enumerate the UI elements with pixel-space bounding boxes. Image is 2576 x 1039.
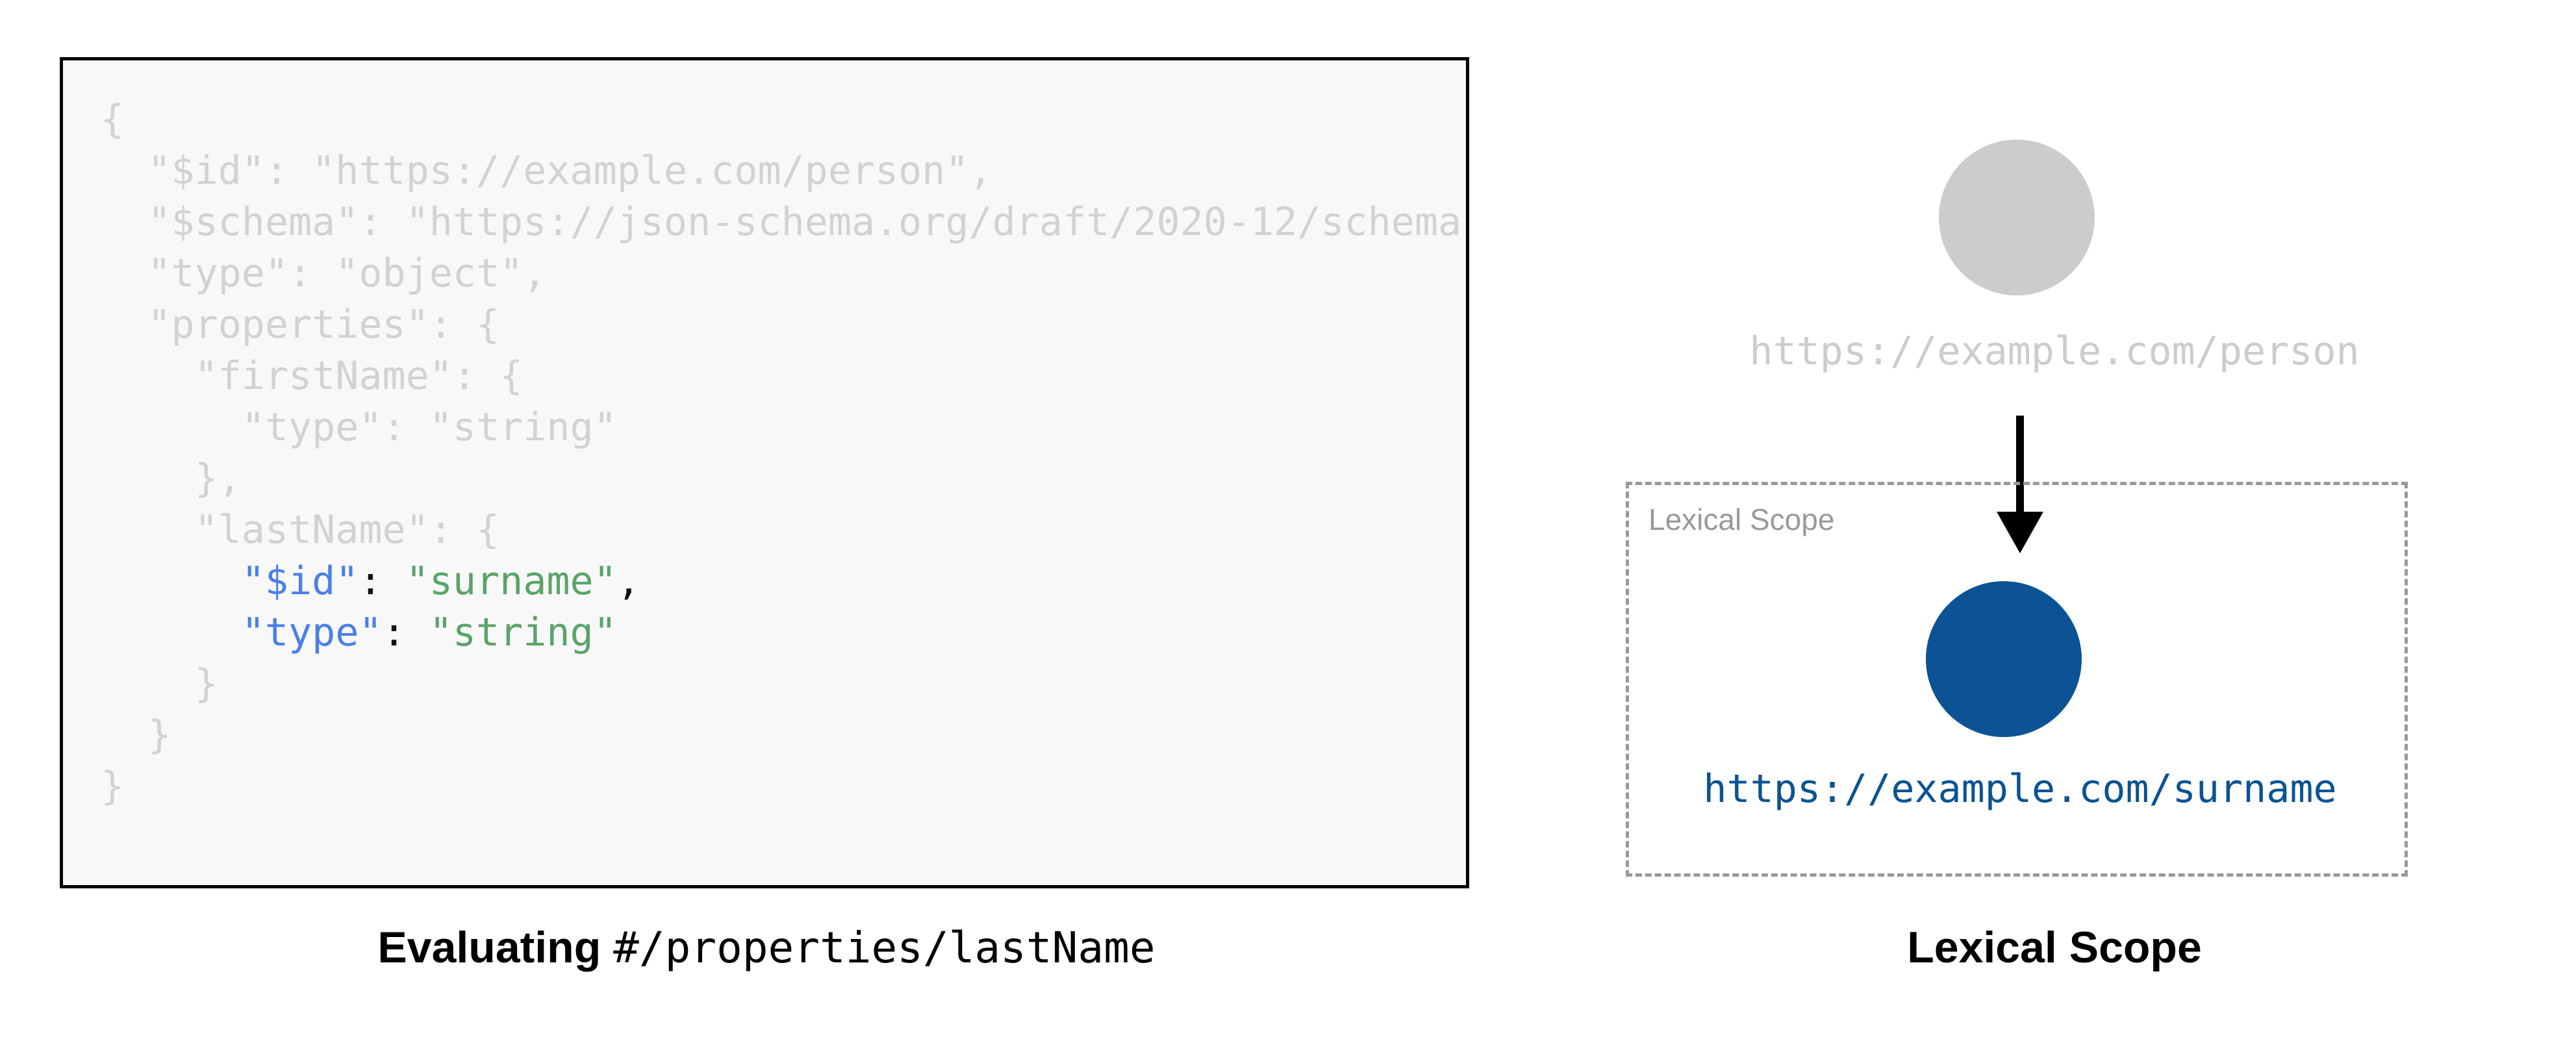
code-token xyxy=(101,558,242,604)
code-token: }, xyxy=(101,456,242,501)
scoped-node-label: https://example.com/surname xyxy=(1703,766,2337,812)
code-token: "properties": { xyxy=(101,302,500,347)
code-line: "properties": { xyxy=(101,299,1466,351)
json-schema-code-block: { "$id": "https://example.com/person", "… xyxy=(60,57,1469,888)
code-line: "lastName": { xyxy=(101,505,1466,556)
code-line: "$schema": "https://json-schema.org/draf… xyxy=(101,197,1469,248)
code-token: "surname" xyxy=(405,558,617,604)
code-token: } xyxy=(101,661,218,707)
lexical-scope-figure: https://example.com/person Lexical Scope… xyxy=(1533,0,2576,1039)
code-line: "firstName": { xyxy=(101,351,1466,402)
code-token: , xyxy=(616,558,640,604)
left-figure-caption: Evaluating #/properties/lastName xyxy=(0,922,1533,973)
arrow-down-icon xyxy=(1997,416,2043,553)
code-line: "$id": "surname", xyxy=(101,556,1466,607)
code-token: : xyxy=(382,610,429,655)
code-token: } xyxy=(101,764,125,809)
lexical-scope-box: Lexical Scope https://example.com/surnam… xyxy=(1626,482,2408,877)
code-token: { xyxy=(101,97,125,142)
code-token: "type" xyxy=(241,610,383,655)
code-token xyxy=(101,610,242,655)
code-line: }, xyxy=(101,453,1466,505)
code-token: } xyxy=(101,712,171,758)
code-token: "string" xyxy=(429,610,617,655)
evaluating-figure: { "$id": "https://example.com/person", "… xyxy=(0,57,1533,973)
code-line: } xyxy=(101,761,1466,812)
root-node-label: https://example.com/person xyxy=(1749,329,2360,374)
json-schema-code-listing: { "$id": "https://example.com/person", "… xyxy=(101,94,1469,812)
code-line: } xyxy=(101,658,1466,710)
lexical-scope-box-title: Lexical Scope xyxy=(1648,503,1835,536)
code-line: } xyxy=(101,710,1466,761)
code-token: : xyxy=(359,558,406,604)
code-line: "type": "string" xyxy=(101,607,1466,658)
right-figure-caption: Lexical Scope xyxy=(1907,923,2202,972)
code-token: "$schema": "https://json-schema.org/draf… xyxy=(101,199,1469,245)
circle-node-icon-root xyxy=(1939,140,2095,295)
circle-node-icon-scoped xyxy=(1926,581,2082,737)
code-token: "$id" xyxy=(241,558,359,604)
code-token: "type": "string" xyxy=(101,405,617,450)
code-token: "type": "object", xyxy=(101,251,547,296)
code-token: "firstName": { xyxy=(101,353,524,399)
code-line: "type": "string" xyxy=(101,402,1466,453)
left-caption-pointer: #/properties/lastName xyxy=(613,923,1155,973)
code-line: "type": "object", xyxy=(101,248,1466,299)
code-line: "$id": "https://example.com/person", xyxy=(101,145,1466,197)
code-token: "$id": "https://example.com/person", xyxy=(101,148,992,194)
code-token: "lastName": { xyxy=(101,507,500,553)
left-caption-strong: Evaluating xyxy=(377,923,614,972)
code-line: { xyxy=(101,94,1466,145)
